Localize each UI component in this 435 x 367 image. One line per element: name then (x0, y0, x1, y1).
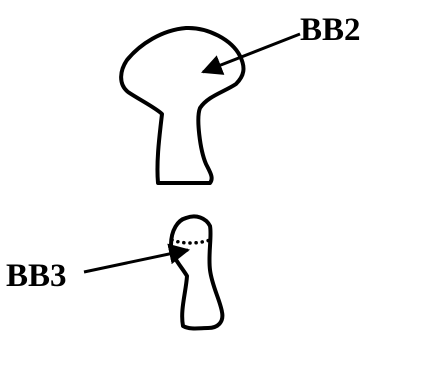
bb3-label: BB3 (6, 258, 67, 294)
lower-shape-dotted-line (170, 238, 212, 245)
bb2-label: BB2 (300, 12, 361, 48)
bb3-leader-arrow (83, 243, 191, 274)
upper-shape-outline (119, 25, 246, 185)
bb2-leader-arrow (201, 32, 301, 75)
lower-shape-outline (169, 214, 225, 331)
